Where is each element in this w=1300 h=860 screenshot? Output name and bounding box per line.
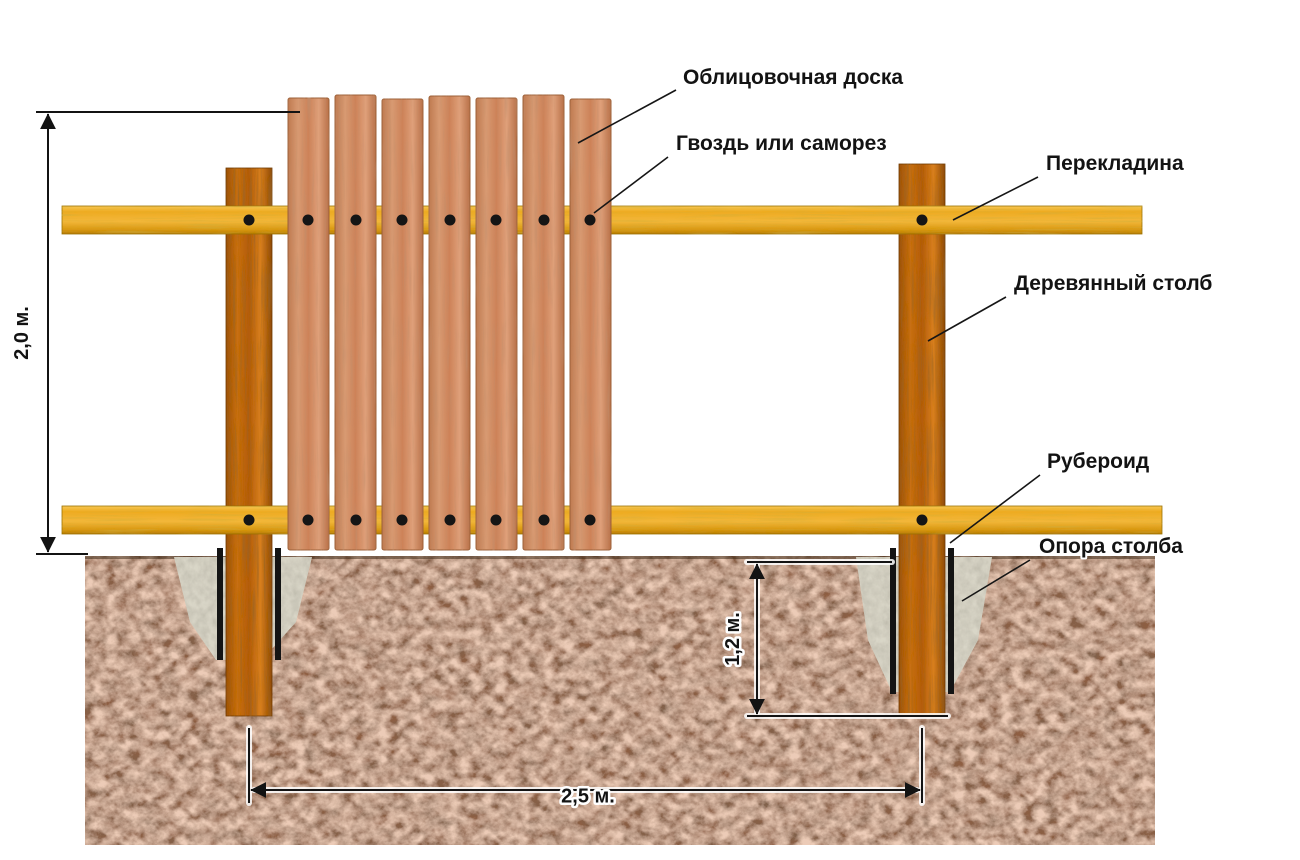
nails bbox=[243, 214, 928, 526]
label-rail-text: Перекладина bbox=[1046, 152, 1184, 175]
dimension-post-spacing-value: 2,5 м. bbox=[561, 785, 615, 807]
facing-board bbox=[428, 95, 471, 551]
label-fastener: Гвоздь или саморез bbox=[593, 130, 889, 214]
label-post-text: Деревянный столб bbox=[1014, 272, 1212, 295]
wooden-post-right bbox=[898, 163, 946, 717]
leader-line bbox=[949, 474, 1041, 544]
facing-board bbox=[522, 94, 565, 551]
leader-line bbox=[577, 89, 677, 144]
nail bbox=[538, 514, 550, 526]
nail bbox=[350, 514, 362, 526]
nail bbox=[584, 514, 596, 526]
nail bbox=[444, 514, 456, 526]
nail bbox=[302, 514, 314, 526]
nail bbox=[444, 214, 456, 226]
label-support-text: Опора столба bbox=[1039, 535, 1183, 558]
nail bbox=[584, 214, 596, 226]
ruberoid-strip bbox=[948, 548, 954, 694]
facing-board bbox=[381, 98, 424, 551]
nail bbox=[490, 214, 502, 226]
label-rail: Перекладина bbox=[952, 150, 1186, 221]
facing-board bbox=[334, 94, 377, 551]
leader-line bbox=[593, 156, 669, 214]
label-post: Деревянный столб bbox=[927, 270, 1214, 342]
nail bbox=[916, 214, 928, 226]
nail bbox=[243, 214, 255, 226]
nail bbox=[396, 514, 408, 526]
facing-board bbox=[475, 97, 518, 551]
ruberoid-strips bbox=[217, 548, 954, 694]
dimension-post-depth-value: 1,2 м. bbox=[722, 612, 744, 666]
leader-line bbox=[927, 296, 1007, 342]
rail-bottom bbox=[61, 505, 1163, 535]
wooden-post-left bbox=[225, 167, 273, 717]
facing-board bbox=[569, 98, 612, 551]
nail bbox=[490, 514, 502, 526]
dimension-fence-height: 2,0 м. bbox=[9, 111, 300, 555]
label-ruberoid: Рубероид bbox=[949, 448, 1151, 544]
ruberoid-strip bbox=[275, 548, 281, 660]
dimension-fence-height-value: 2,0 м. bbox=[11, 306, 33, 360]
dimension-post-spacing: 2,5 м. bbox=[246, 725, 925, 810]
label-fastener-text: Гвоздь или саморез bbox=[676, 132, 887, 155]
facing-board bbox=[287, 97, 330, 551]
nail bbox=[538, 214, 550, 226]
leader-line bbox=[961, 559, 1031, 602]
leader-line bbox=[952, 176, 1039, 221]
ground-surface-edge bbox=[85, 556, 1155, 559]
label-facing-board-text: Облицовочная доска bbox=[683, 66, 903, 89]
label-support: Опора столба bbox=[961, 533, 1185, 602]
ruberoid-strip bbox=[217, 548, 223, 660]
label-facing-board: Облицовочная доска bbox=[577, 64, 905, 144]
nail bbox=[302, 214, 314, 226]
label-ruberoid-text: Рубероид bbox=[1047, 450, 1149, 473]
facing-boards bbox=[287, 94, 612, 551]
dimension-post-depth: 1,2 м. bbox=[720, 559, 951, 719]
nail bbox=[396, 214, 408, 226]
nail bbox=[243, 514, 255, 526]
ruberoid-strip bbox=[890, 548, 896, 694]
nail bbox=[916, 514, 928, 526]
nail bbox=[350, 214, 362, 226]
